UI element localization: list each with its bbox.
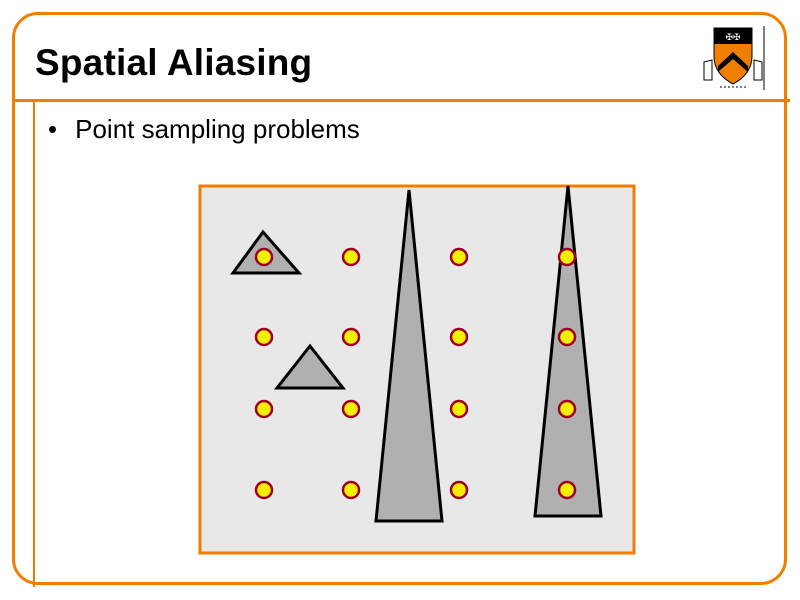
sample-point [449, 480, 469, 500]
sample-point [341, 327, 361, 347]
sample-point [449, 399, 469, 419]
sample-point [254, 399, 274, 419]
sample-point [449, 247, 469, 267]
sample-point [254, 327, 274, 347]
svg-text:✠✠: ✠✠ [725, 33, 740, 43]
bullet-text: Point sampling problems [75, 114, 360, 144]
tall-triangle-2 [533, 185, 603, 518]
princeton-shield-logo-icon: ✠✠ [703, 26, 765, 90]
left-rule [33, 100, 35, 587]
sample-point [341, 247, 361, 267]
sample-point [341, 399, 361, 419]
small-triangle-2 [273, 343, 347, 390]
sample-point [254, 480, 274, 500]
sample-point [557, 327, 577, 347]
sample-point [254, 247, 274, 267]
title-separator [12, 99, 790, 102]
bullet-item: • Point sampling problems [48, 114, 360, 145]
sample-point [449, 327, 469, 347]
sample-point [557, 247, 577, 267]
slide-frame [12, 12, 787, 585]
sample-point [341, 480, 361, 500]
sample-point [557, 399, 577, 419]
bullet-marker: • [48, 114, 58, 144]
sample-point [557, 480, 577, 500]
slide-title: Spatial Aliasing [35, 42, 313, 83]
tall-triangle-1 [374, 189, 444, 523]
